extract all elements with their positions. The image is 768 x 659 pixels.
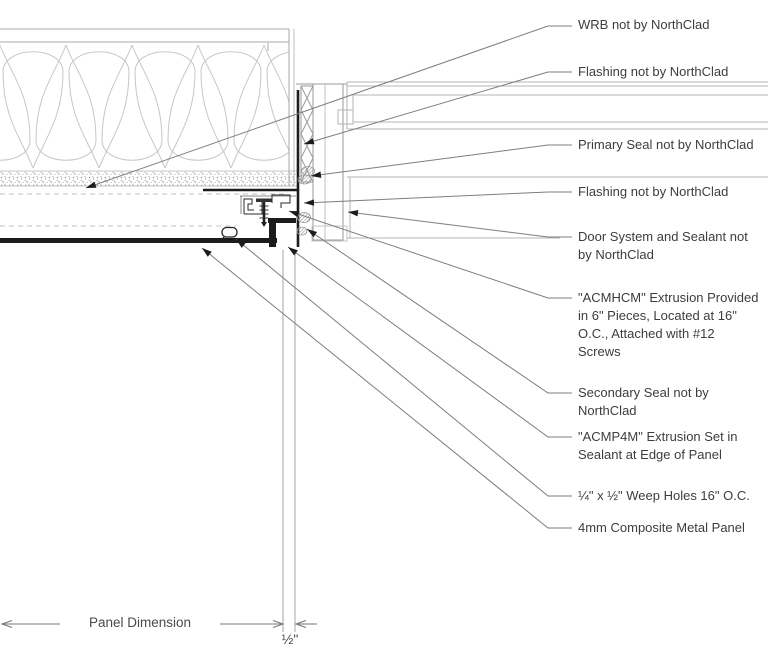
label-weep-holes: ¼" x ½" Weep Holes 16" O.C. xyxy=(578,488,750,503)
label-secondary-seal: Secondary Seal not by NorthClad xyxy=(578,385,709,418)
weep-hole-symbol xyxy=(218,226,238,243)
batt-insulation xyxy=(0,42,289,170)
label-wrb: WRB not by NorthClad xyxy=(578,17,710,32)
acmhcm-extrusion-detail xyxy=(240,194,296,247)
dim-arrow-right xyxy=(272,620,285,628)
leaders xyxy=(85,25,572,529)
label-acmhcm-extrusion: "ACMHCM" Extrusion Provided in 6" Pieces… xyxy=(578,290,759,359)
primary-seal-bead xyxy=(301,166,315,176)
dim-arrow-left xyxy=(0,620,13,628)
flashing xyxy=(203,90,300,247)
label-acmp4m-extrusion: "ACMP4M" Extrusion Set in Sealant at Edg… xyxy=(578,429,738,462)
leader-panel xyxy=(201,247,572,529)
leader-weep-holes xyxy=(235,238,572,497)
metal-panel xyxy=(0,226,277,243)
half-inch-dimension-text: ½" xyxy=(281,631,299,647)
label-door-system: Door System and Sealant not by NorthClad xyxy=(578,229,748,262)
leader-wrb xyxy=(85,25,572,189)
dim-arrow-half xyxy=(294,620,307,628)
half-inch-dimension-line xyxy=(294,620,317,628)
door-system-bands xyxy=(337,81,768,239)
label-flashing-mid: Flashing not by NorthClad xyxy=(578,184,729,199)
secondary-seal-bead xyxy=(296,226,308,236)
wrb-layer xyxy=(0,170,298,227)
door-frame xyxy=(296,83,348,242)
leader-flashing-mid xyxy=(303,191,572,204)
leader-primary-seal xyxy=(310,144,572,177)
label-composite-panel: 4mm Composite Metal Panel xyxy=(578,520,745,535)
leader-flashing-top xyxy=(303,71,572,145)
extrusion-clip xyxy=(243,194,291,215)
leader-acmhcm xyxy=(288,210,572,299)
screw xyxy=(256,198,272,227)
leader-arrowheads xyxy=(86,138,359,257)
leader-secondary-seal xyxy=(306,228,572,394)
label-flashing-top: Flashing not by NorthClad xyxy=(578,64,729,79)
wall-assembly xyxy=(0,28,295,186)
label-primary-seal: Primary Seal not by NorthClad xyxy=(578,137,754,152)
leader-acmp4m xyxy=(287,246,572,438)
sealant-beads xyxy=(296,166,315,236)
leader-door-system xyxy=(347,211,572,238)
primary-seal-bead xyxy=(297,174,312,185)
extension-lines xyxy=(282,250,296,632)
panel-dimension-text: Panel Dimension xyxy=(60,615,220,630)
